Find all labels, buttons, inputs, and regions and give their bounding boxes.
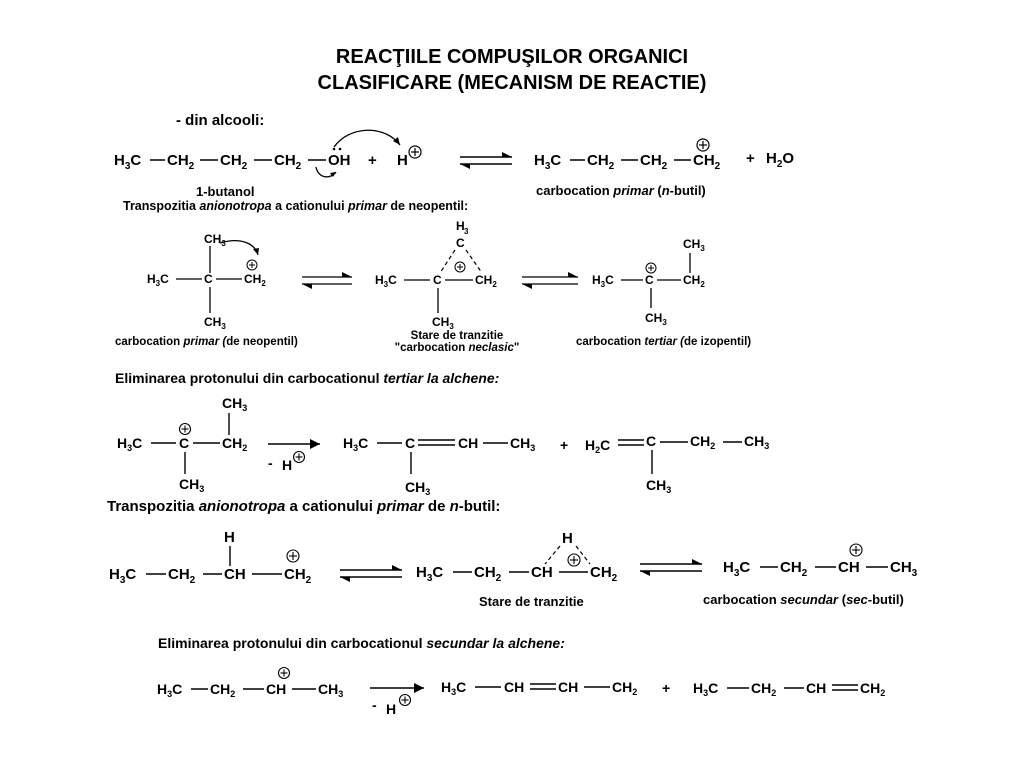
proton-reagent: H <box>397 152 408 169</box>
svg-text:CH2: CH2 <box>780 559 808 579</box>
svg-text:CH3: CH3 <box>683 237 705 253</box>
svg-text:H3C: H3C <box>534 152 561 172</box>
svg-text:CH2: CH2 <box>244 272 266 288</box>
svg-text:CH2: CH2 <box>751 680 776 698</box>
svg-text:C: C <box>433 273 442 287</box>
svg-text:CH: CH <box>806 680 826 696</box>
svg-text:H3C: H3C <box>693 680 718 698</box>
neopentyl-ts-caption: Stare de tranzitie "carbocation neclasic… <box>394 330 520 354</box>
svg-text:H: H <box>224 529 235 546</box>
svg-text:CH2: CH2 <box>167 152 195 172</box>
svg-text:CH3: CH3 <box>890 559 918 579</box>
butanol-reaction-scheme: H3C CH2 CH2 CH2 OH + H H3C CH2 CH2 CH2 <box>114 129 794 178</box>
neopentyl-right-caption: carbocation tertiar (de izopentil) <box>576 336 752 348</box>
svg-text:CH3: CH3 <box>432 315 454 331</box>
svg-text:CH2: CH2 <box>860 680 885 698</box>
svg-text:CH: CH <box>266 681 286 697</box>
tertiary-elimination-heading: Eliminarea protonului din carbocationul … <box>115 370 500 386</box>
page-title-line2: CLASIFICARE (MECANISM DE REACTIE) <box>317 72 707 94</box>
butyl-rearrangement-scheme: H H3C CH2 CH CH2 H H3C CH2 CH CH2 <box>109 529 918 586</box>
butyl-rearrangement-heading: Transpozitia anionotropa a cationului pr… <box>107 498 501 515</box>
svg-text:C: C <box>405 435 415 451</box>
svg-text:CH2: CH2 <box>590 564 618 584</box>
neopentyl-heading: Transpozitia anionotropa a cationului pr… <box>123 199 469 213</box>
secondary-elimination-heading: Eliminarea protonului din carbocationul … <box>158 635 565 651</box>
svg-text:CH3: CH3 <box>645 311 667 327</box>
svg-text:CH: CH <box>838 559 860 576</box>
svg-text:CH2: CH2 <box>474 564 502 584</box>
svg-text:CH3: CH3 <box>405 479 430 497</box>
svg-text:CH: CH <box>458 435 478 451</box>
page-title-line1: REACŢIILE COMPUŞILOR ORGANICI <box>335 46 689 68</box>
tertiary-minus-proton-label: - <box>268 455 273 471</box>
butyl-ts-caption: Stare de tranzitie <box>479 594 584 609</box>
tertiary-elimination-scheme: CH3 H3C C CH2 CH3 - H H3C C CH CH3 CH3 +… <box>117 395 769 497</box>
svg-text:H3C: H3C <box>109 566 136 586</box>
svg-text:CH2: CH2 <box>475 273 497 289</box>
svg-text:CH2: CH2 <box>693 152 721 172</box>
svg-text:CH2: CH2 <box>274 152 302 172</box>
svg-text:C: C <box>645 273 654 287</box>
svg-text:H3C: H3C <box>375 273 397 289</box>
svg-text:+: + <box>746 150 755 167</box>
svg-text:CH3: CH3 <box>204 315 226 331</box>
svg-text:CH2: CH2 <box>222 435 247 453</box>
svg-text:H3C: H3C <box>723 559 750 579</box>
svg-text:C: C <box>204 272 213 286</box>
svg-text:+: + <box>560 437 568 453</box>
svg-text:C: C <box>646 433 656 449</box>
svg-text:CH2: CH2 <box>683 273 705 289</box>
svg-text:CH: CH <box>531 564 553 581</box>
svg-text:CH2: CH2 <box>587 152 615 172</box>
svg-text:CH3: CH3 <box>510 435 535 453</box>
svg-text:H3C: H3C <box>157 681 182 699</box>
svg-text:CH: CH <box>224 566 246 583</box>
svg-text:CH2: CH2 <box>690 433 715 451</box>
svg-text:CH3: CH3 <box>222 395 247 413</box>
svg-text:CH2: CH2 <box>220 152 248 172</box>
svg-text:C: C <box>179 435 189 451</box>
svg-text:H: H <box>456 219 465 233</box>
secondary-carbocation-caption: carbocation secundar (sec-butil) <box>703 592 904 607</box>
svg-text:CH3: CH3 <box>318 681 343 699</box>
alcohols-heading: - din alcooli: <box>176 112 265 129</box>
secondary-minus-proton-label: - <box>372 697 377 713</box>
svg-text:H: H <box>562 530 573 547</box>
svg-text:+: + <box>368 152 377 169</box>
reactant-h3c: H3C <box>114 152 141 172</box>
svg-text:H3C: H3C <box>592 273 614 289</box>
svg-text:CH2: CH2 <box>640 152 668 172</box>
svg-text:H3C: H3C <box>441 679 466 697</box>
svg-text:3: 3 <box>464 227 469 236</box>
svg-text:CH3: CH3 <box>744 433 769 451</box>
svg-text:CH2: CH2 <box>612 679 637 697</box>
primary-carbocation-caption: carbocation primar (n-butil) <box>536 183 706 198</box>
svg-text:H3C: H3C <box>343 435 368 453</box>
svg-text:H3C: H3C <box>147 272 169 288</box>
svg-text:CH: CH <box>504 679 524 695</box>
svg-text:CH2: CH2 <box>168 566 196 586</box>
svg-text:OH: OH <box>328 152 351 169</box>
svg-text:H3C: H3C <box>117 435 142 453</box>
svg-text:H2C: H2C <box>585 437 610 455</box>
svg-text:CH3: CH3 <box>646 477 671 495</box>
neopentyl-left-caption: carbocation primar (de neopentil) <box>115 336 298 348</box>
svg-text:H: H <box>282 457 292 473</box>
svg-text:H: H <box>386 701 396 717</box>
secondary-elimination-scheme: H3C CH2 CH CH3 - H H3C CH CH CH2 + H3C C… <box>157 666 885 717</box>
butanol-name: 1-butanol <box>196 184 255 199</box>
svg-text:H3C: H3C <box>416 564 443 584</box>
svg-text:CH3: CH3 <box>179 476 204 494</box>
svg-text:H2O: H2O <box>766 150 794 170</box>
svg-text:CH2: CH2 <box>284 566 312 586</box>
svg-text:C: C <box>456 236 465 250</box>
svg-text:CH2: CH2 <box>210 681 235 699</box>
svg-text:CH: CH <box>558 679 578 695</box>
svg-text:CH3: CH3 <box>204 232 226 248</box>
svg-text:+: + <box>662 680 670 696</box>
